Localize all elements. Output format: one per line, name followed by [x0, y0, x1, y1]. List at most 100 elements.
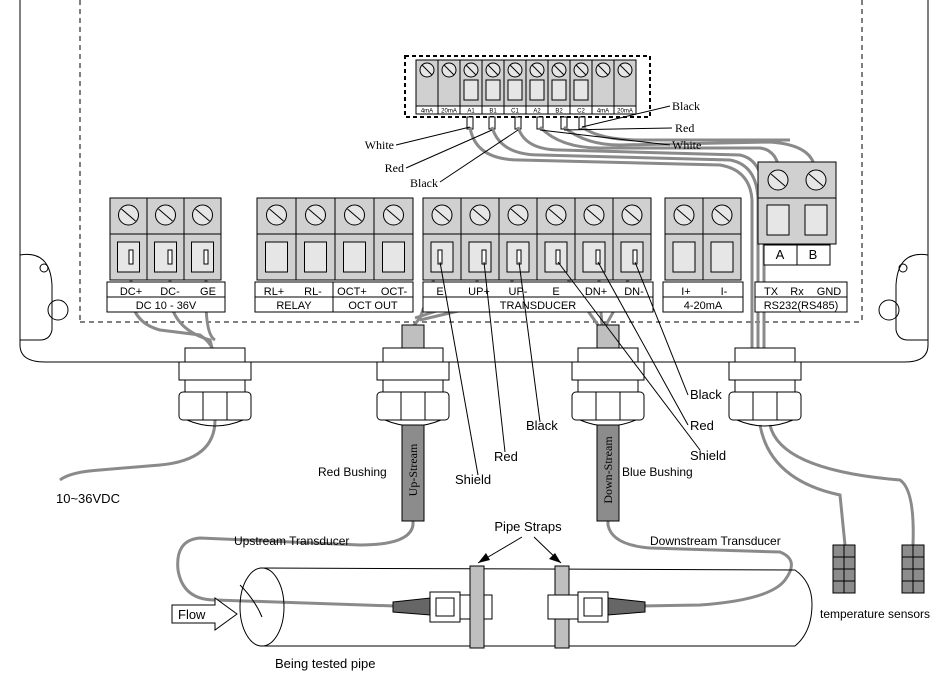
- oct-pin-label: OCT-: [381, 286, 408, 298]
- upstream-cable-label: Up-Stream: [406, 443, 420, 496]
- terminal-socket: [344, 242, 366, 272]
- terminal-labels: DC+DC-GEDC 10 - 36VRL+RL-RELAYOCT+OCT-OC…: [107, 282, 847, 312]
- dc-pin-label: DC+: [120, 286, 142, 298]
- downstream-transducer: [548, 566, 645, 648]
- wire-ferrule: [517, 250, 521, 264]
- relay-group-label: RELAY: [276, 300, 312, 312]
- flow-label: Flow: [178, 607, 206, 622]
- temperature-sensor-2: [902, 545, 924, 593]
- cable-glands: [179, 325, 801, 426]
- wire-ferrule: [596, 250, 600, 264]
- rs485-b-label: B: [809, 247, 818, 262]
- top-terminal-label: 4mA: [421, 109, 433, 115]
- top-terminal-label: B2: [555, 109, 563, 115]
- terminal-socket: [383, 242, 405, 272]
- current-group-label: 4-20mA: [684, 300, 723, 312]
- dc-group-label: DC 10 - 36V: [136, 300, 197, 312]
- top-terminal-label: 20mA: [617, 109, 633, 115]
- transducer-pin-label: DN+: [585, 286, 607, 298]
- shield-label-left: Shield: [455, 472, 491, 487]
- top-terminal-label: 4mA: [597, 109, 609, 115]
- serial-pin-label: TX: [764, 286, 779, 298]
- terminal-socket: [192, 242, 214, 272]
- pipe-straps-label: Pipe Straps: [494, 519, 562, 534]
- wire-ferrule: [633, 250, 637, 264]
- top-terminal-socket: [574, 80, 588, 100]
- serial-pin-label: GND: [817, 286, 842, 298]
- terminal-socket: [711, 242, 733, 272]
- current-pin-label: I+: [681, 286, 690, 298]
- current-pin-label: I-: [721, 286, 728, 298]
- upstream-transducer: [393, 566, 492, 648]
- terminal-socket: [155, 242, 177, 272]
- blue-bushing-label: Blue Bushing: [622, 465, 693, 479]
- relay-pin-label: RL+: [264, 286, 285, 298]
- wire-ferrule: [556, 250, 560, 264]
- serial-gland-nut-top: [735, 348, 795, 362]
- mount-dot-left: [40, 264, 48, 272]
- transducer-pin-label: UP-: [509, 286, 528, 298]
- power-gland-nut-top: [185, 348, 245, 362]
- wire-label-black-right: Black: [672, 99, 700, 113]
- terminal-socket: [469, 242, 491, 272]
- power-label: 10~36VDC: [56, 491, 120, 506]
- transducer-pin-label: DN-: [624, 286, 644, 298]
- terminal-socket: [673, 242, 695, 272]
- top-terminal-label: 20mA: [441, 109, 457, 115]
- rs485-a-label: A: [776, 247, 785, 262]
- oct-group-label: OCT OUT: [348, 300, 398, 312]
- top-terminal-socket: [552, 80, 566, 100]
- main-terminal-blocks: [110, 198, 741, 280]
- wire-label-white-right: White: [672, 138, 701, 152]
- terminal-socket: [621, 242, 643, 272]
- top-terminal-socket: [464, 80, 478, 100]
- top-terminal-socket: [508, 80, 522, 100]
- wire-ferrule: [204, 250, 208, 264]
- red-label-right: Red: [690, 418, 714, 433]
- pipe: [240, 568, 812, 646]
- top-terminal-socket: [530, 80, 544, 100]
- upstream-gland-nut-top: [383, 348, 443, 362]
- mount-hole-left: [48, 300, 68, 320]
- wire-ferrule: [129, 250, 133, 264]
- pipe-label: Being tested pipe: [275, 656, 375, 671]
- terminal-socket: [305, 242, 327, 272]
- oct-pin-label: OCT+: [337, 286, 367, 298]
- top-terminal-label: C1: [511, 109, 519, 115]
- top-terminal-label: A1: [467, 109, 475, 115]
- top-terminal-block: 4mA20mAA1B1C1A2B2C24mA20mA: [416, 60, 636, 129]
- wire-ferrule: [438, 250, 442, 264]
- transducer-pin-label: E: [436, 286, 443, 298]
- rs485-terminal-block: [758, 162, 836, 265]
- black-label-left: Black: [526, 418, 558, 433]
- terminal-socket: [583, 242, 605, 272]
- downstream-cable-label: Down-Stream: [601, 436, 615, 504]
- mount-bracket-left: [20, 254, 52, 340]
- temperature-sensor-1: [833, 545, 855, 593]
- shield-label-right: Shield: [690, 448, 726, 463]
- transducer-group-label: TRANSDUCER: [500, 300, 576, 312]
- dc-pin-label: DC-: [160, 286, 180, 298]
- upstream-transducer-label: Upstream Transducer: [234, 534, 349, 548]
- downstream-gland-nut-top: [578, 348, 638, 362]
- red-bushing-label: Red Bushing: [318, 465, 387, 479]
- red-label-left: Red: [494, 449, 518, 464]
- wire-label-red-right: Red: [675, 121, 694, 135]
- wire-label-white-left: White: [365, 138, 394, 152]
- temperature-sensors-label: temperature sensors: [820, 607, 930, 621]
- top-terminal-socket: [486, 80, 500, 100]
- wire-label-red-left: Red: [385, 161, 404, 175]
- transducer-pin-label: E: [552, 286, 559, 298]
- top-terminal-label: A2: [533, 109, 541, 115]
- wire-ferrule: [482, 250, 486, 264]
- black-label-right: Black: [690, 387, 722, 402]
- top-terminal-label: C2: [577, 109, 585, 115]
- relay-pin-label: RL-: [304, 286, 322, 298]
- downstream-transducer-label: Downstream Transducer: [650, 534, 781, 548]
- mount-bracket-right: [896, 254, 928, 340]
- terminal-socket: [266, 242, 288, 272]
- wire-ferrule: [168, 250, 172, 264]
- wire-label-black-left: Black: [410, 176, 438, 190]
- serial-pin-label: Rx: [790, 286, 804, 298]
